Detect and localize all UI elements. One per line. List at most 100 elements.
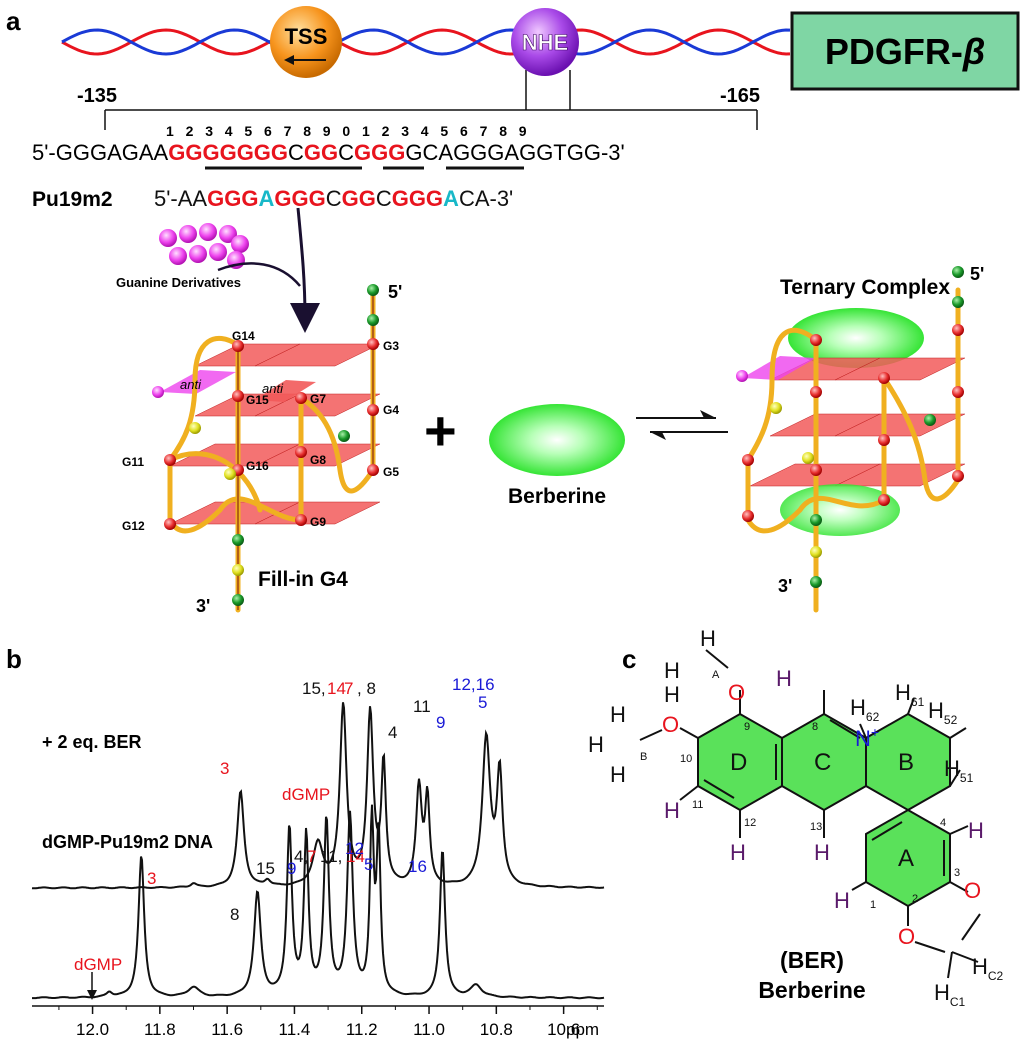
axis-tick-label: 11.0: [413, 1020, 445, 1039]
guanine-ball: [199, 223, 217, 241]
sub-b: B: [640, 751, 647, 763]
ring-d: D: [730, 749, 747, 776]
panel-label-b: b: [6, 644, 22, 674]
peak-label: 3: [147, 869, 156, 888]
ring-b: B: [898, 749, 914, 776]
sub-a: A: [712, 669, 720, 681]
peak-label: dGMP: [282, 785, 330, 804]
peak-label: 16: [408, 857, 427, 876]
peak-label: 9: [436, 713, 445, 732]
pos-10: 10: [680, 753, 692, 765]
pos-3: 3: [954, 867, 960, 879]
peak-label: 12: [345, 839, 364, 858]
pos-12: 12: [744, 817, 756, 829]
g4-five-prime: 5': [388, 282, 402, 302]
peak-label: 5: [364, 855, 373, 874]
sequence-number: 5: [244, 123, 252, 139]
panel-label-a: a: [6, 6, 21, 36]
sequence-number: 2: [186, 123, 194, 139]
label-g14: G14: [232, 329, 255, 343]
peak-label: 3: [220, 759, 229, 778]
axis-tick-label: 10.6: [547, 1020, 580, 1039]
dna-helix: [61, 28, 791, 56]
label-g7: G7: [310, 392, 326, 406]
sequence-number: 3: [205, 123, 213, 139]
oxygen-3: O: [964, 878, 981, 903]
oxygen-9: O: [728, 680, 745, 705]
h-methoxy-a3: H: [664, 682, 680, 707]
label-g3: G3: [383, 339, 399, 353]
pos-13: 13: [810, 821, 822, 833]
guanine-derivatives-label: Guanine Derivatives: [116, 275, 241, 290]
sequence-number: 5: [440, 123, 448, 139]
h-4: H: [968, 818, 984, 843]
sequence-number: 3: [401, 123, 409, 139]
h-61: H61: [895, 680, 925, 709]
ternary-five-prime: 5': [970, 264, 984, 284]
ring-c: C: [814, 749, 831, 776]
peak-label: , 8: [357, 679, 376, 698]
equilibrium-arrows-icon: [636, 410, 728, 440]
peak-label: 4: [388, 723, 397, 742]
tss-marker: TSS: [270, 6, 342, 78]
nhe-label: NHE: [522, 30, 568, 55]
h-methoxy-a2: H: [664, 658, 680, 683]
nhe-marker: NHE: [511, 8, 579, 76]
pos-8: 8: [812, 721, 818, 733]
sequence-number: 6: [460, 123, 468, 139]
ternary-three-prime: 3': [778, 576, 792, 596]
peak-label: 9: [287, 859, 296, 878]
sequence-number: 2: [382, 123, 390, 139]
sequence-number: 6: [264, 123, 272, 139]
ber-abbreviation: (BER): [780, 947, 844, 973]
h-methoxy-a1: H: [700, 626, 716, 651]
berberine-label: Berberine: [508, 485, 606, 508]
tss-label: TSS: [285, 24, 328, 49]
spectrum-bottom-label: dGMP-Pu19m2 DNA: [42, 832, 213, 852]
anti-label-right: anti: [262, 381, 284, 396]
h-12: H: [730, 840, 746, 865]
anti-base-left: [160, 370, 236, 394]
guanine-ball: [169, 247, 187, 265]
axis-tick-label: 10.8: [480, 1020, 513, 1039]
ring-a: A: [898, 845, 914, 872]
label-g8: G8: [310, 453, 326, 467]
panel-label-c: c: [622, 644, 636, 674]
peak-label: 15: [256, 859, 275, 878]
label-g12: G12: [122, 519, 145, 533]
h-methoxy-b3: H: [610, 762, 626, 787]
label-g15: G15: [246, 393, 269, 407]
h-methoxy-b1: H: [610, 702, 626, 727]
anti-base-right: [254, 380, 316, 402]
peak-label: 12,16: [452, 675, 495, 694]
peak-label: 5: [478, 693, 487, 712]
pos-2: 2: [912, 893, 918, 905]
oxygen-10: O: [662, 712, 679, 737]
axis-tick-label: 11.8: [144, 1020, 176, 1039]
axis-tick-label: 11.6: [211, 1020, 243, 1039]
sequence-number: 9: [519, 123, 527, 139]
sequence-number: 4: [225, 123, 233, 139]
pu19m2-sequence: 5'-AAGGGAGGGCGGCGGGACA-3': [154, 186, 513, 211]
plus-sign: +: [424, 399, 457, 462]
ternary-complex-structure: [736, 266, 966, 613]
pos-1: 1: [870, 899, 876, 911]
axis-tick-label: 12.0: [76, 1020, 109, 1039]
promoter-sequence: 5'-GGGAGAAGGGGGGGCGGCGGGGCAGGGAGGTGG-3': [32, 140, 625, 165]
axis-tick-label: 11.2: [346, 1020, 378, 1039]
guanine-ball: [179, 225, 197, 243]
sequence-number: 9: [323, 123, 331, 139]
pos-11: 11: [692, 799, 703, 811]
peak-label: 11,: [320, 847, 342, 866]
sequence-number: 7: [480, 123, 488, 139]
sequence-number: 4: [421, 123, 429, 139]
h-c1: HC1: [934, 980, 966, 1009]
label-g11: G11: [122, 455, 144, 469]
label-g16: G16: [246, 459, 269, 473]
berberine-structure: [639, 649, 981, 979]
guanine-ball: [189, 245, 207, 263]
spectrum-top-trace: [31, 702, 605, 890]
peak-label: 14: [346, 847, 365, 866]
